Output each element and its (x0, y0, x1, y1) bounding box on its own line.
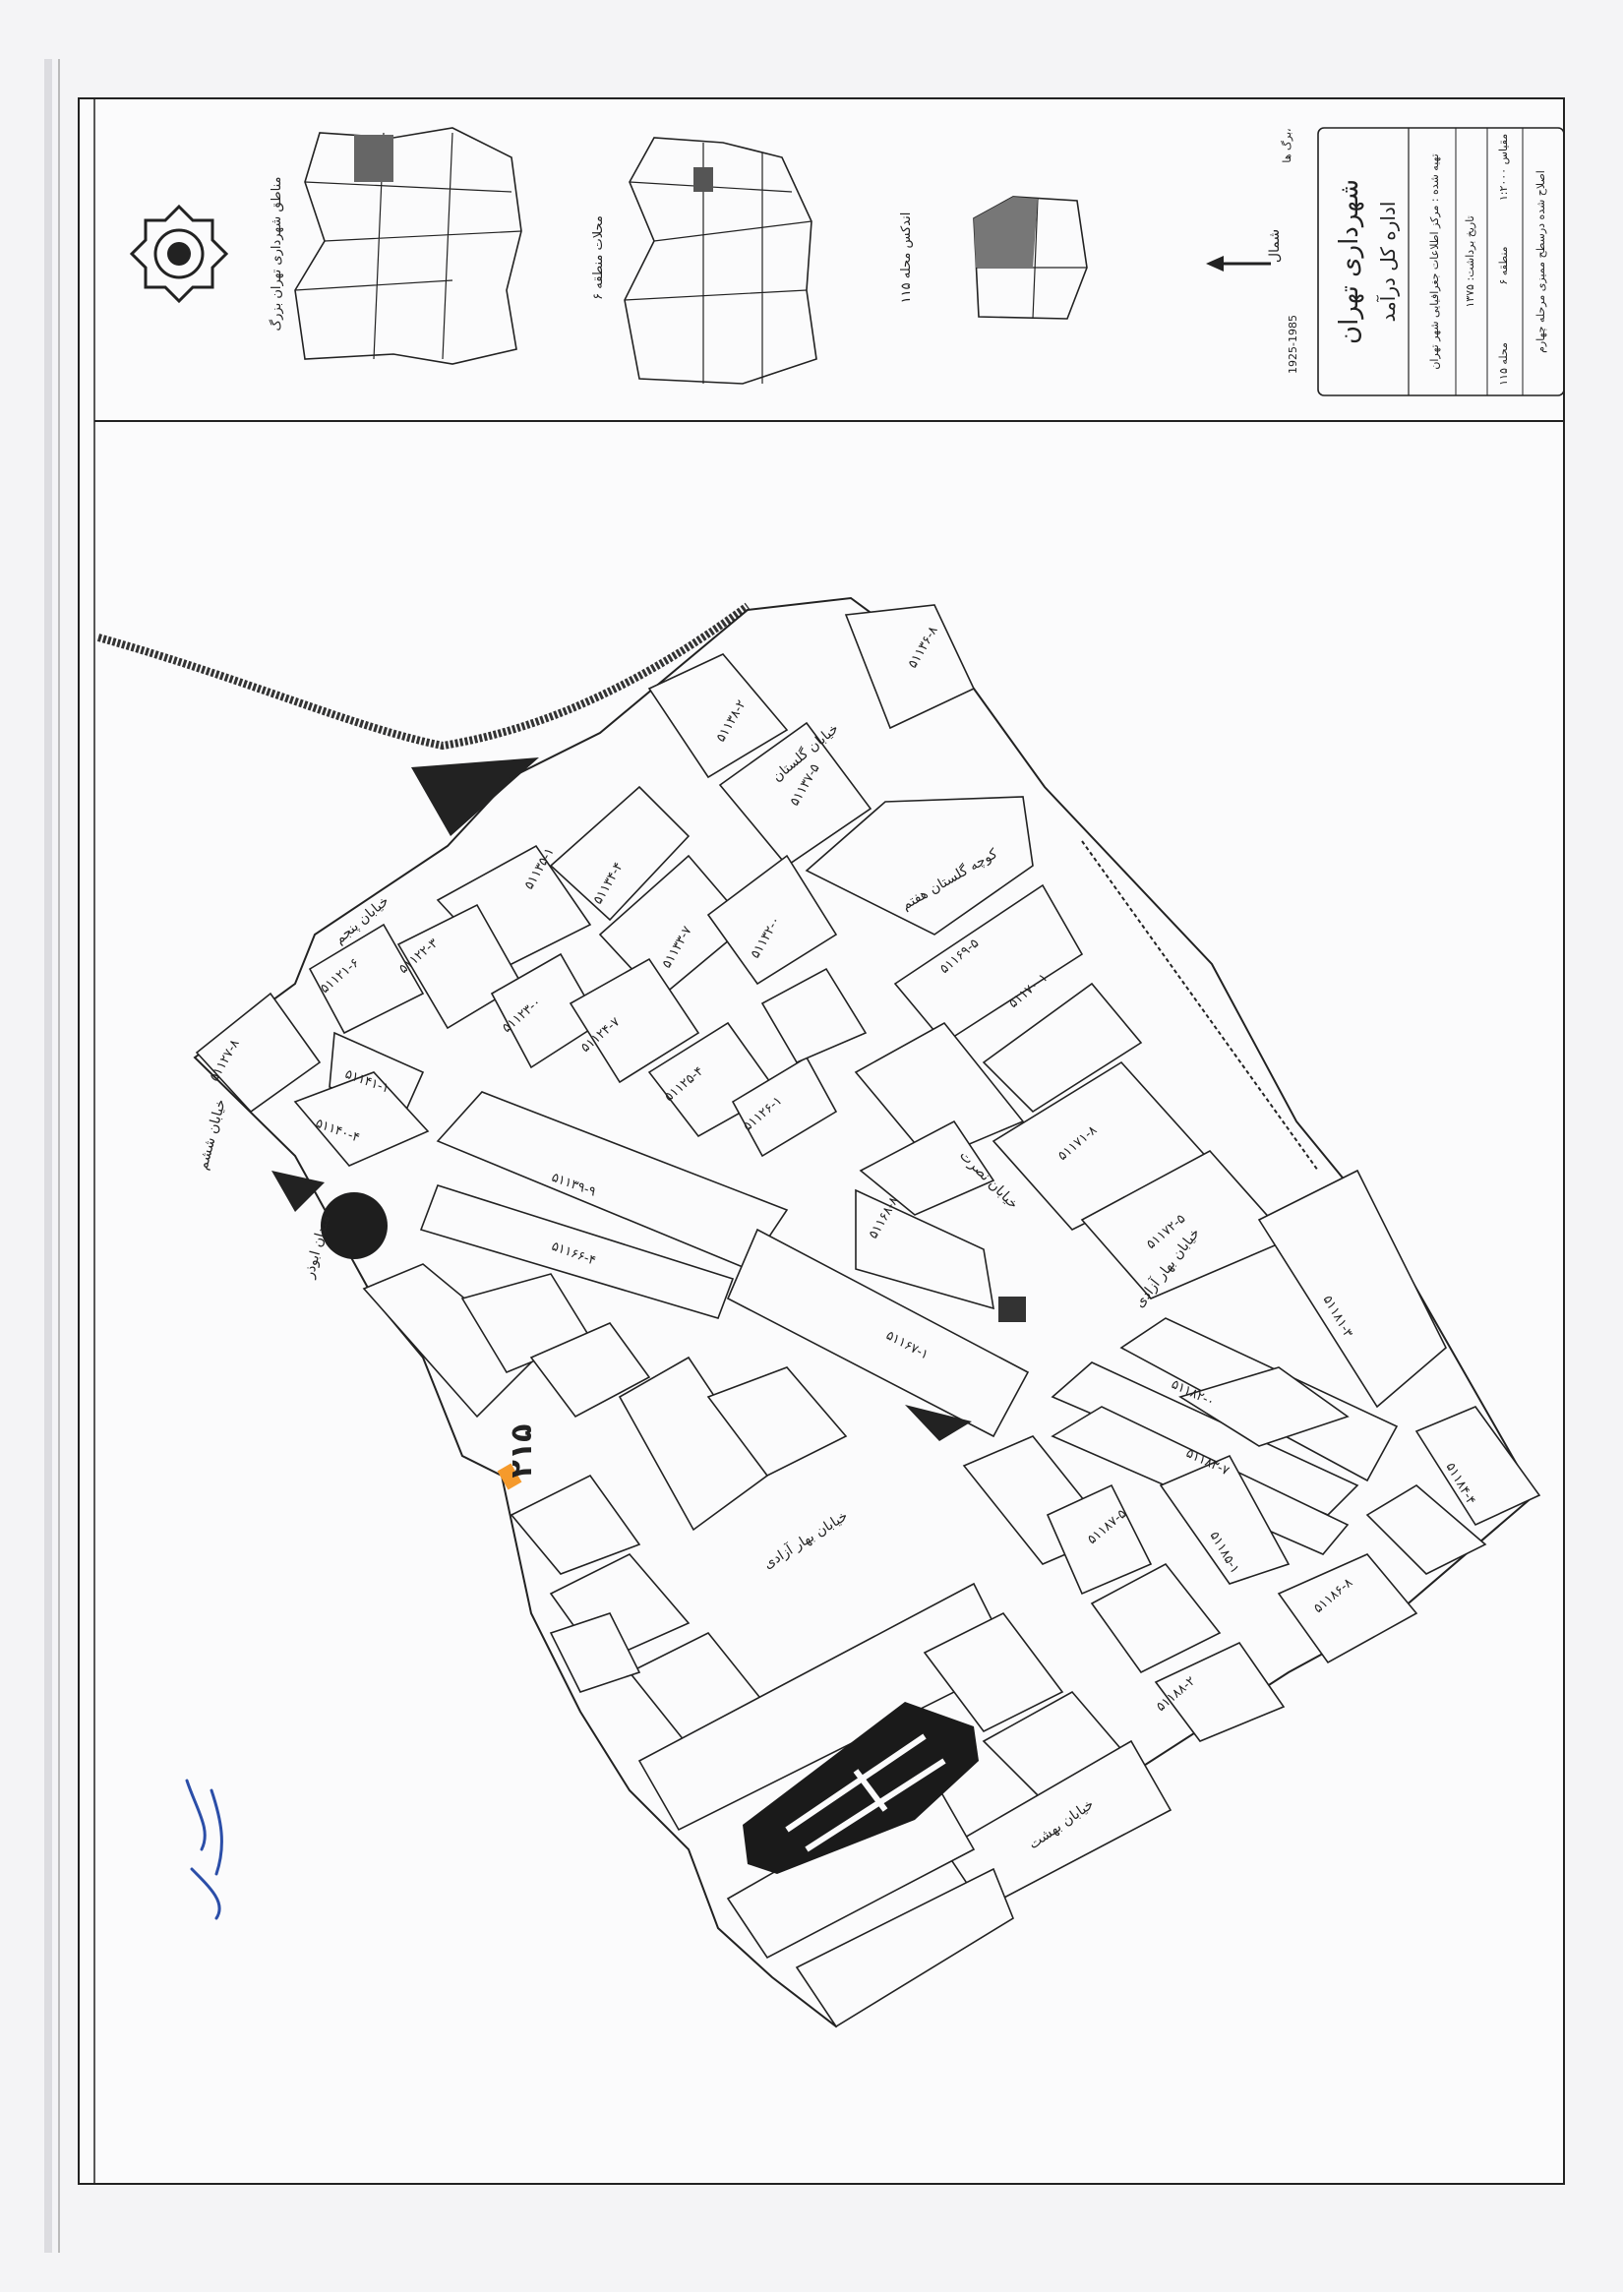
highlighted-parcel[interactable] (497, 1463, 522, 1490)
dark-triangle-north (411, 757, 539, 836)
parcel-number: ۲۱۵ (505, 1424, 539, 1479)
binding-edge (44, 59, 52, 2253)
small-dark-block (998, 1297, 1026, 1322)
north-label: شمال (1267, 229, 1283, 263)
sheet-label: برگ ها، (1281, 128, 1293, 162)
east-hatch (1081, 840, 1319, 1172)
map-date: تاریخ برداشت: ۱۳۷۵ (1464, 215, 1476, 307)
triangle-west (271, 1171, 325, 1212)
correction-note: اصلاح شده درسطح ممیزی مرحله چهارم (1534, 170, 1547, 353)
department-name: اداره کل درآمد (1375, 202, 1400, 323)
prepared-by: تهیه شده : مرکز اطلاعات جغرافیایی شهر ته… (1428, 153, 1441, 369)
districts-title: محلات منطقه ۶ (591, 215, 606, 300)
triangle-center (905, 1405, 972, 1441)
inset-index-map (973, 196, 1088, 320)
index-title: اندکس محله ۱۱۵ (899, 212, 914, 304)
scale-label: مقیاس ۱:۲۰۰۰ (1497, 134, 1510, 201)
district-label: محله ۱۱۵ (1497, 342, 1510, 386)
zone-label: منطقه ۶ (1497, 246, 1510, 284)
north-arrow-icon (1206, 256, 1271, 272)
inset-regions-map (294, 127, 522, 365)
title-block (1317, 127, 1565, 396)
inset-districts-map (624, 137, 817, 385)
regions-title: مناطق شهرداری تهران بزرگ (268, 177, 284, 332)
sheet-frame (78, 97, 1565, 2185)
years-label: 1925-1985 (1287, 315, 1299, 374)
organization-name: شهرداری تهران (1335, 179, 1364, 344)
tehran-municipality-logo (129, 204, 229, 304)
freeway-hatch (96, 602, 751, 751)
dark-complex (743, 1702, 979, 1874)
roundabout (321, 1192, 388, 1259)
block-grid (195, 604, 1541, 2028)
handwritten-signature (185, 1779, 223, 1920)
